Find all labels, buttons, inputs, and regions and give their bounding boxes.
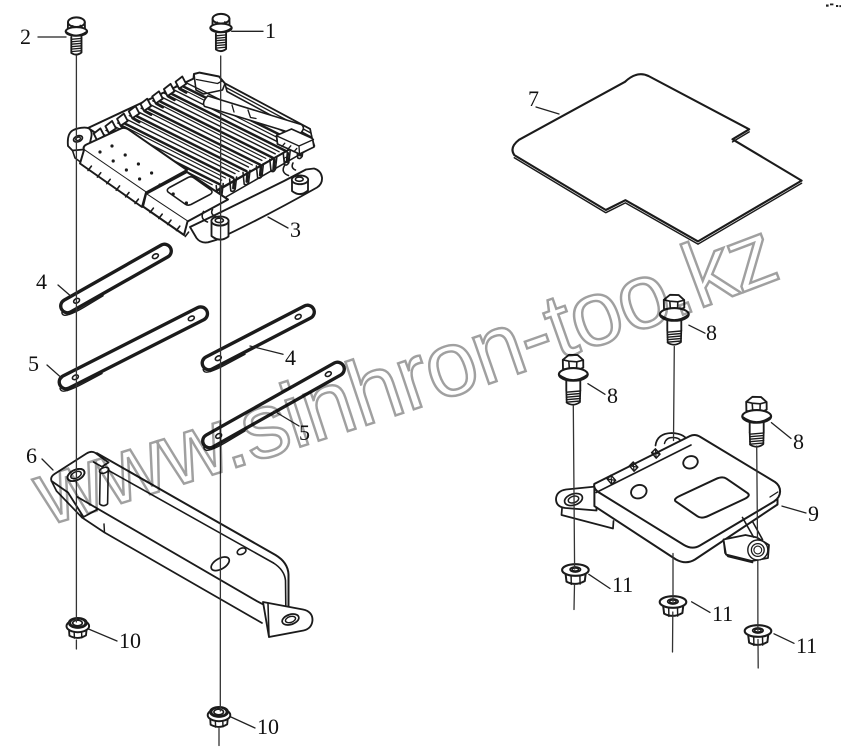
svg-text:1: 1 bbox=[265, 18, 276, 43]
svg-text:11: 11 bbox=[712, 601, 733, 626]
svg-text:11: 11 bbox=[612, 572, 633, 597]
svg-text:11: 11 bbox=[796, 633, 817, 658]
svg-text:3: 3 bbox=[290, 217, 301, 242]
svg-text:8: 8 bbox=[706, 320, 717, 345]
svg-text:7: 7 bbox=[528, 86, 539, 111]
svg-text:10: 10 bbox=[257, 714, 279, 739]
svg-text:6: 6 bbox=[26, 443, 37, 468]
svg-text:5: 5 bbox=[299, 420, 310, 445]
svg-text:4: 4 bbox=[36, 269, 47, 294]
svg-text:4: 4 bbox=[285, 345, 296, 370]
svg-text:10: 10 bbox=[119, 628, 141, 653]
svg-text:9: 9 bbox=[808, 501, 819, 526]
svg-text:8: 8 bbox=[793, 429, 804, 454]
svg-text:2: 2 bbox=[20, 24, 31, 49]
svg-text:5: 5 bbox=[28, 351, 39, 376]
svg-text:8: 8 bbox=[607, 383, 618, 408]
